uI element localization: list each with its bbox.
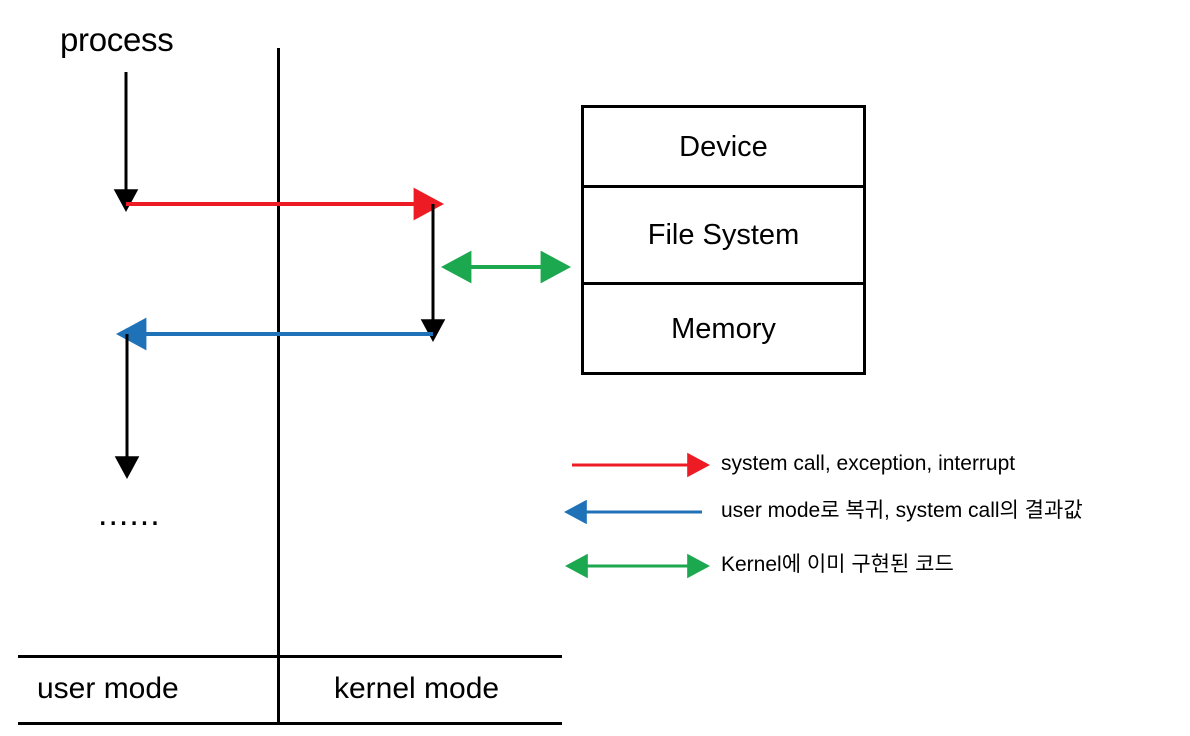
subsystem-row-device: Device <box>584 108 863 185</box>
subsystem-row-file-system: File System <box>584 185 863 285</box>
continuation-ellipsis: ...... <box>98 495 161 533</box>
legend-label-return-to-user-mode: user mode로 복귀, system call의 결과값 <box>721 499 1083 522</box>
subsystem-row-memory: Memory <box>584 285 863 372</box>
subsystem-label-file-system: File System <box>647 219 800 251</box>
process-label: process <box>60 21 174 58</box>
mode-band-bottom-line <box>18 722 562 725</box>
kernel-mode-label: kernel mode <box>334 672 500 705</box>
legend-label-kernel-implemented-code: Kernel에 이미 구현된 코드 <box>721 553 954 576</box>
mode-divider-line <box>277 48 280 722</box>
kernel-subsystems-box: Device File System Memory <box>581 105 866 375</box>
mode-band-top-line <box>18 655 562 658</box>
subsystem-label-memory: Memory <box>671 312 776 345</box>
legend-label-system-call: system call, exception, interrupt <box>721 452 1016 475</box>
user-mode-label: user mode <box>37 672 179 705</box>
subsystem-label-device: Device <box>679 130 768 163</box>
